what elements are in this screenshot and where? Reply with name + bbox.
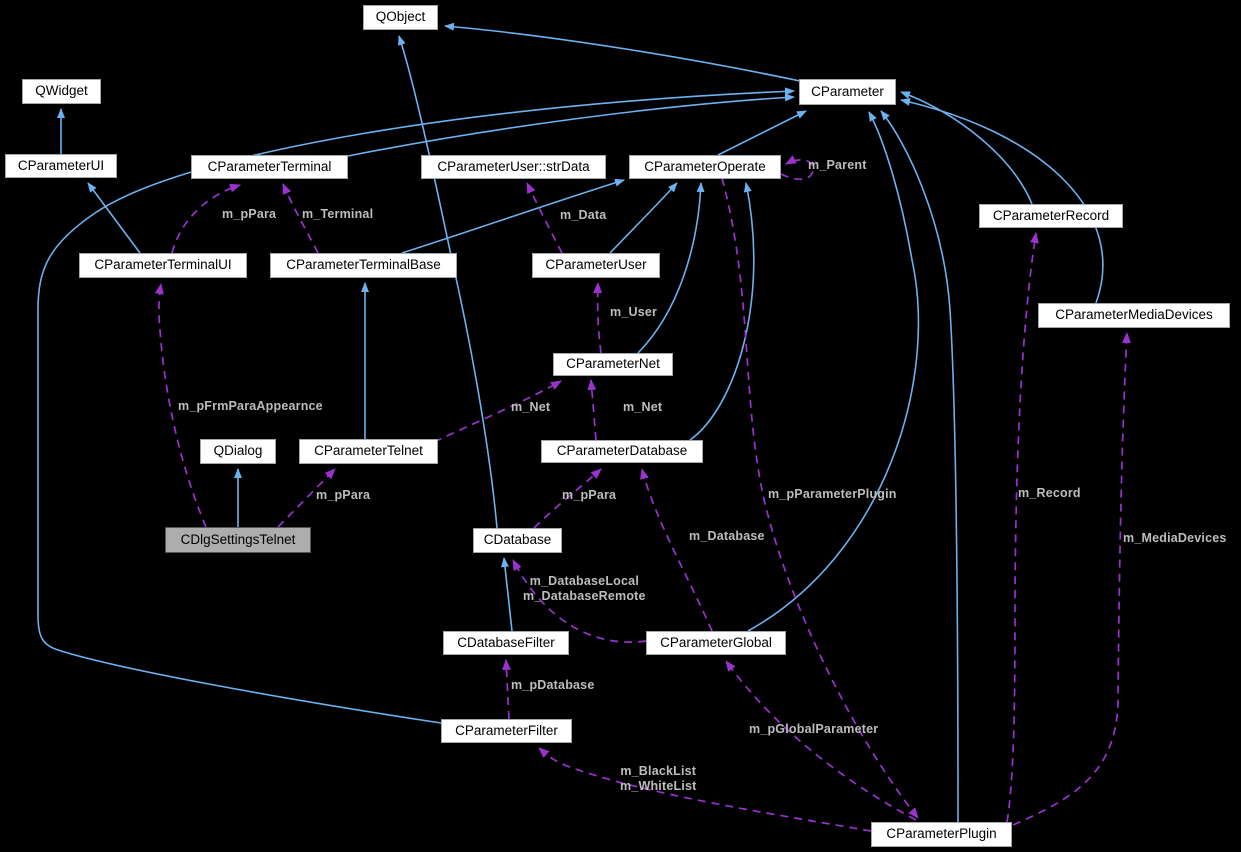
- edge-cparameterplugin-to-cparameterglobal: [725, 660, 917, 821]
- node-cparameterui[interactable]: CParameterUI: [5, 154, 117, 178]
- node-cparameterplugin[interactable]: CParameterPlugin: [871, 822, 1012, 847]
- edge-cparameterglobal-to-cdatabase: [512, 559, 647, 643]
- edge-cparameternet-to-cparameteroperate: [637, 182, 705, 354]
- edge-cparameternet-to-cparameteruser: [593, 282, 603, 354]
- node-cparameterterminal[interactable]: CParameterTerminal: [191, 155, 348, 179]
- edge-cparameteruser-to-cparameteroperate: [609, 182, 678, 254]
- node-cparametermediadevices[interactable]: CParameterMediaDevices: [1038, 303, 1230, 328]
- node-cparameterglobal[interactable]: CParameterGlobal: [646, 631, 786, 655]
- node-qdialog[interactable]: QDialog: [200, 439, 276, 464]
- edge-cparameteroperate-to-cparameterplugin: [721, 177, 919, 819]
- node-cparameterdatabase[interactable]: CParameterDatabase: [541, 440, 703, 463]
- edge-cdatabase-to-cparameterdatabase: [533, 468, 602, 529]
- node-qobject[interactable]: QObject: [363, 5, 438, 30]
- edge-cparameterplugin-to-cparameterfilter: [538, 747, 872, 832]
- edge-cdatabasefilter-to-cdatabase: [501, 557, 513, 632]
- edge-cparameterterminal-to-cparameter: [347, 93, 795, 157]
- node-cparameteruser-strdata[interactable]: CParameterUser::strData: [421, 155, 606, 179]
- edge-cparameteroperate-to-cparameteroperate: [780, 155, 814, 181]
- edge-cparameteroperate-to-cparameter: [717, 110, 807, 156]
- node-cdatabasefilter[interactable]: CDatabaseFilter: [443, 631, 569, 655]
- edge-cparameterterminalbase-to-cparameterterminal: [282, 183, 319, 254]
- edge-cparameterrecord-to-cparameter: [900, 91, 1033, 205]
- node-cparameteruser[interactable]: CParameterUser: [532, 253, 660, 278]
- edge-cdlgsettingstelnet-to-cparameterterminalui: [154, 283, 207, 528]
- edge-cparameterterminalui-to-cparameterui: [87, 182, 141, 254]
- edge-cdlgsettingstelnet-to-cparametertelnet: [277, 468, 336, 528]
- node-cparameterfilter[interactable]: CParameterFilter: [441, 719, 572, 743]
- edge-cparameteruser-to-cparameteruser-strdata: [526, 182, 563, 254]
- edge-cparameterdatabase-to-cparameteroperate: [689, 182, 755, 441]
- edge-cparameter-to-qobject: [444, 22, 801, 82]
- edge-cparametermediadevices-to-cparameter: [900, 98, 1104, 304]
- node-cparameternet[interactable]: CParameterNet: [553, 353, 673, 376]
- edge-cparameterplugin-to-cparameter: [880, 110, 959, 823]
- edge-cparameterterminalui-to-cparameterterminal: [171, 183, 241, 254]
- node-cparameterterminalbase[interactable]: CParameterTerminalBase: [270, 253, 457, 278]
- edge-cparameterfilter-to-cparameter: [37, 87, 795, 724]
- node-cdatabase[interactable]: CDatabase: [473, 528, 562, 553]
- node-cparameterterminalui[interactable]: CParameterTerminalUI: [79, 253, 247, 278]
- edge-cparametertelnet-to-cparameternet: [433, 380, 562, 443]
- edge-cparameterfilter-to-cdatabasefilter: [502, 659, 512, 720]
- node-cparameteroperate[interactable]: CParameterOperate: [629, 155, 781, 179]
- edge-cparameterdatabase-to-cparameternet: [587, 379, 597, 441]
- node-cparameter[interactable]: CParameter: [799, 79, 896, 105]
- node-cparameterrecord[interactable]: CParameterRecord: [979, 204, 1123, 228]
- edge-cparameterplugin-to-cparametermediadevices: [1012, 332, 1131, 826]
- node-qwidget[interactable]: QWidget: [22, 79, 101, 104]
- edge-cparameterterminalbase-to-cparameteroperate: [401, 178, 625, 254]
- node-cparametertelnet[interactable]: CParameterTelnet: [299, 439, 438, 464]
- edge-cparameterglobal-to-cparameter: [747, 111, 920, 632]
- edge-cparameterglobal-to-cparameterdatabase: [640, 468, 713, 632]
- node-cdlgsettingstelnet[interactable]: CDlgSettingsTelnet: [165, 527, 311, 553]
- edge-cparameterplugin-to-cparameterrecord: [1006, 232, 1039, 823]
